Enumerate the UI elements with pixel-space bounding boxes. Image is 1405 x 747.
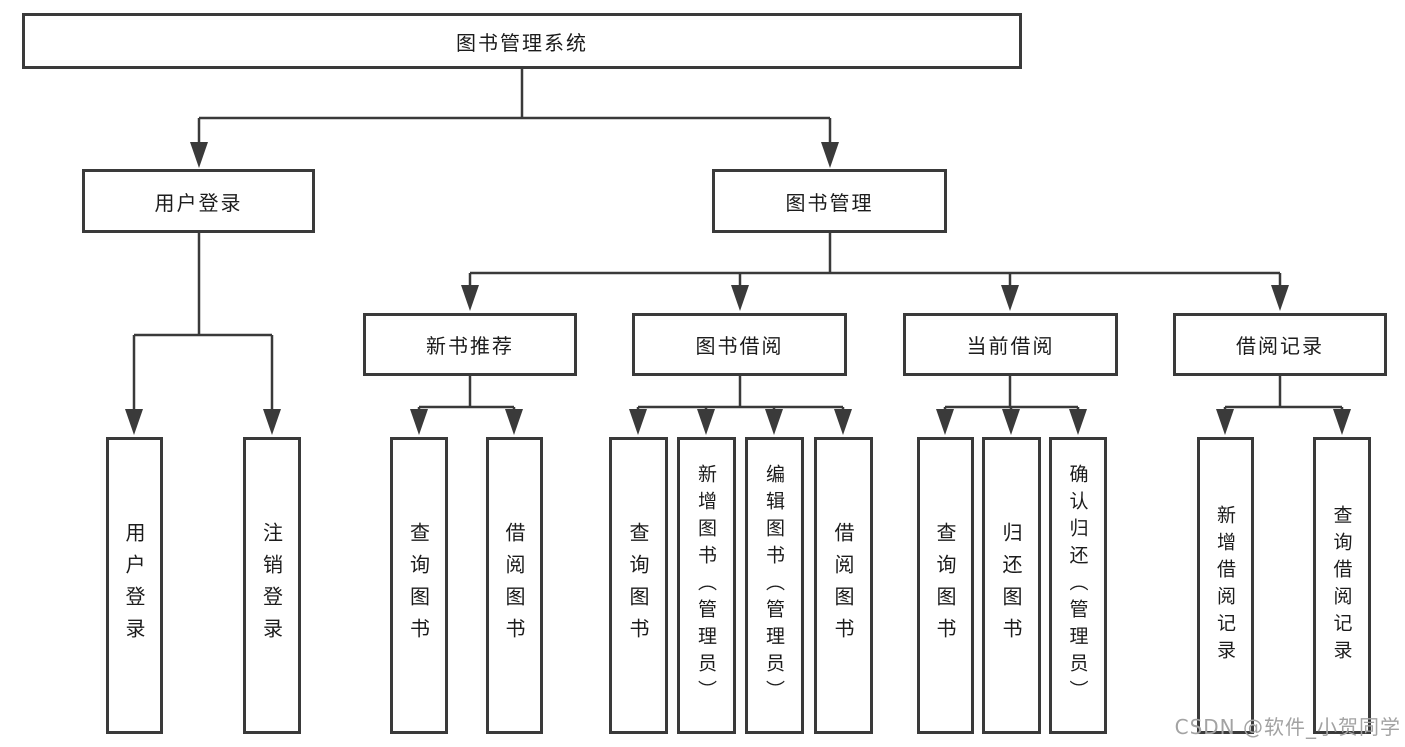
node-book-borrowing-label: 图书借阅 xyxy=(695,334,784,358)
leaf-current-query-books: 查询图书 xyxy=(917,437,974,734)
leaf-borrowing-edit-books-admin-label: 编辑图书（管理员） xyxy=(763,464,785,707)
leaf-newbook-query-books: 查询图书 xyxy=(390,437,448,734)
leaf-records-query-record: 查询借阅记录 xyxy=(1313,437,1371,734)
leaf-records-add-record-label: 新增借阅记录 xyxy=(1214,504,1236,667)
leaf-logout: 注销登录 xyxy=(243,437,301,734)
node-borrow-records: 借阅记录 xyxy=(1173,313,1387,376)
node-book-management: 图书管理 xyxy=(712,169,947,233)
node-user-login: 用户登录 xyxy=(82,169,315,233)
arrowheads xyxy=(125,142,1351,435)
leaf-current-return-books-label: 归还图书 xyxy=(999,521,1023,650)
leaf-newbook-borrow-books: 借阅图书 xyxy=(486,437,543,734)
node-current-borrowing-label: 当前借阅 xyxy=(966,334,1055,358)
leaf-records-add-record: 新增借阅记录 xyxy=(1197,437,1254,734)
node-new-book-recommend: 新书推荐 xyxy=(363,313,577,376)
node-user-login-label: 用户登录 xyxy=(154,190,243,215)
leaf-current-confirm-return-admin-label: 确认归还（管理员） xyxy=(1066,464,1089,707)
csdn-watermark: CSDN @软件_小贺同学 xyxy=(1174,715,1401,739)
leaf-current-return-books: 归还图书 xyxy=(982,437,1041,734)
leaf-borrowing-add-books-admin-label: 新增图书（管理员） xyxy=(695,464,717,707)
leaf-borrowing-add-books-admin: 新增图书（管理员） xyxy=(677,437,736,734)
leaf-borrowing-edit-books-admin: 编辑图书（管理员） xyxy=(745,437,804,734)
node-book-management-label: 图书管理 xyxy=(785,190,874,215)
node-borrow-records-label: 借阅记录 xyxy=(1236,334,1324,358)
leaf-logout-label: 注销登录 xyxy=(259,521,284,650)
leaf-current-confirm-return-admin: 确认归还（管理员） xyxy=(1049,437,1107,734)
node-new-book-recommend-label: 新书推荐 xyxy=(426,334,514,358)
leaf-borrowing-query-books: 查询图书 xyxy=(609,437,668,734)
leaf-current-query-books-label: 查询图书 xyxy=(933,521,957,650)
leaf-newbook-borrow-books-label: 借阅图书 xyxy=(502,521,526,650)
leaf-borrowing-query-books-label: 查询图书 xyxy=(626,521,650,650)
leaf-records-query-record-label: 查询借阅记录 xyxy=(1330,504,1353,667)
node-current-borrowing: 当前借阅 xyxy=(903,313,1118,376)
node-book-borrowing: 图书借阅 xyxy=(632,313,847,376)
leaf-borrowing-borrow-books: 借阅图书 xyxy=(814,437,873,734)
node-root: 图书管理系统 xyxy=(22,13,1022,69)
leaf-borrowing-borrow-books-label: 借阅图书 xyxy=(831,521,855,650)
leaf-newbook-query-books-label: 查询图书 xyxy=(406,521,431,650)
node-root-label: 图书管理系统 xyxy=(456,30,588,55)
leaf-user-login-label: 用户登录 xyxy=(122,521,146,650)
leaf-user-login: 用户登录 xyxy=(106,437,163,734)
